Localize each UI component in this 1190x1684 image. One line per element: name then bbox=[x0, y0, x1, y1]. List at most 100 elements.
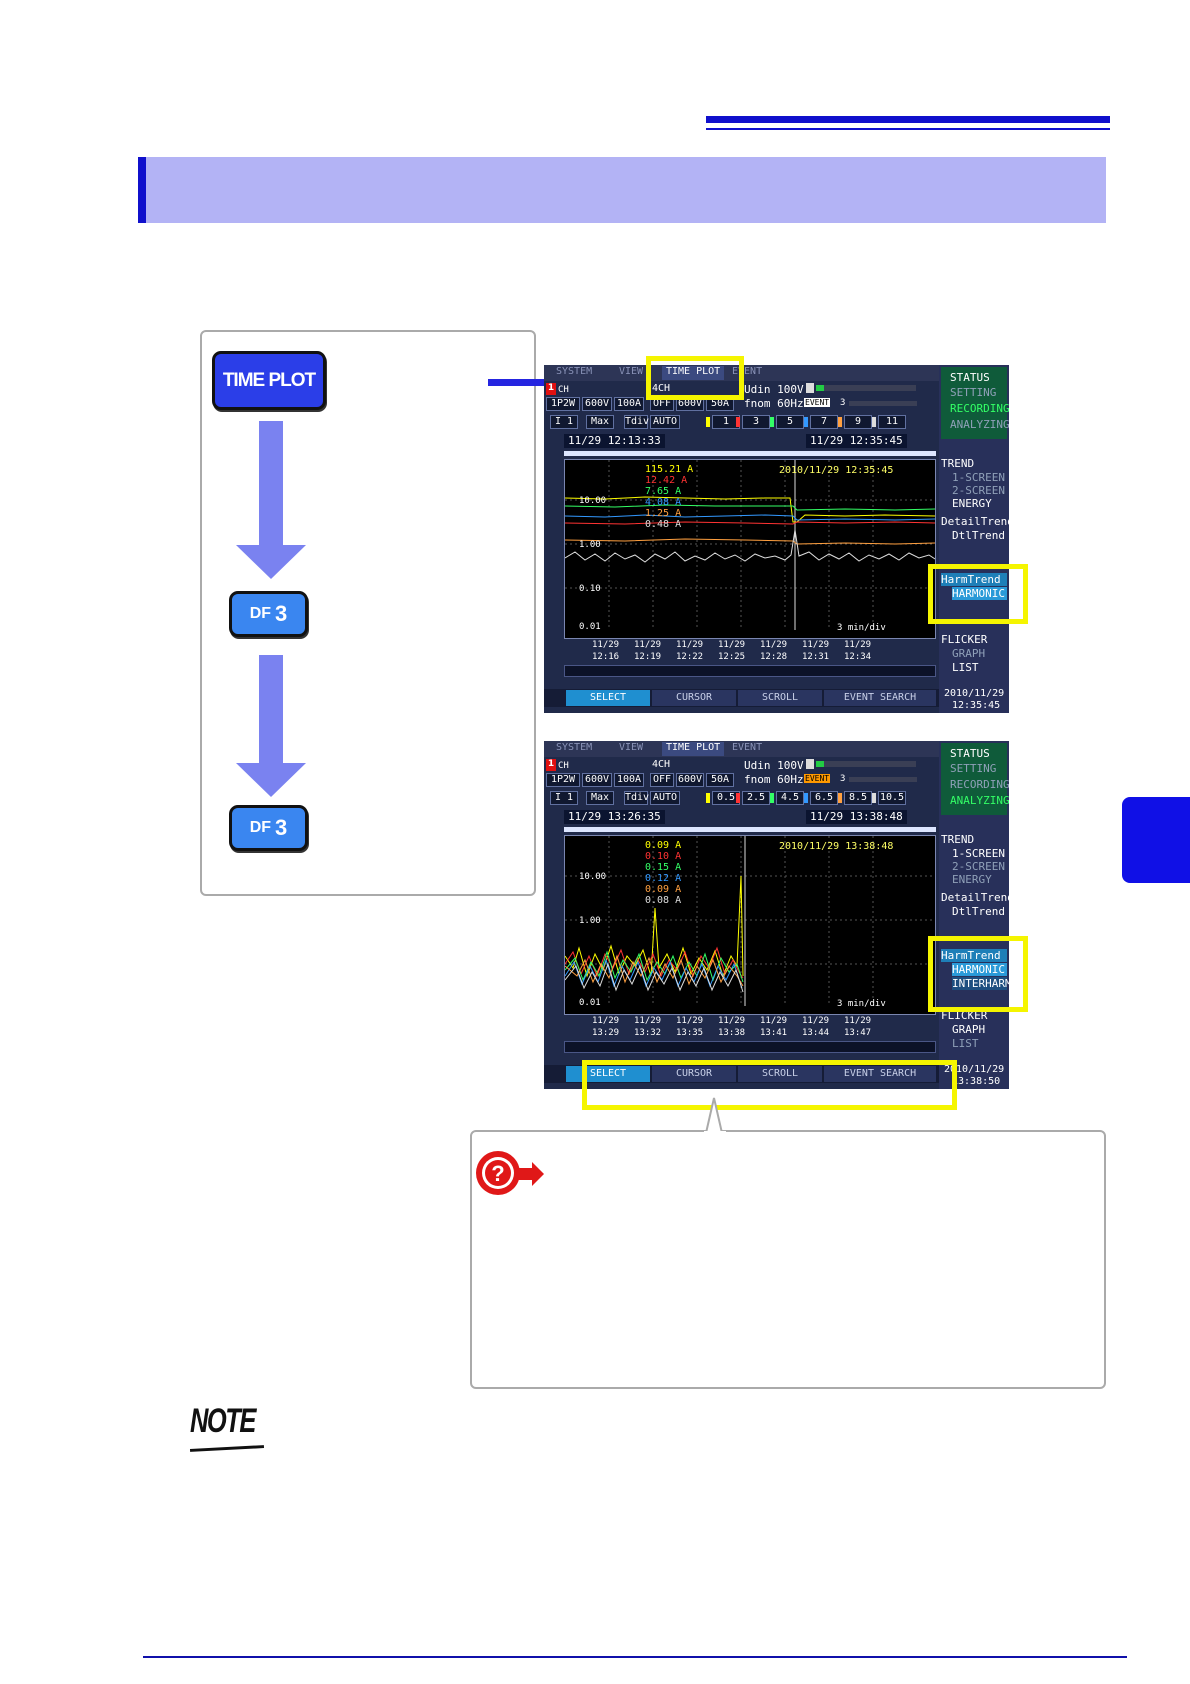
harmonic-order[interactable]: 1 bbox=[712, 415, 740, 429]
wiring-value: 1P2W bbox=[546, 773, 580, 787]
scroll-track[interactable] bbox=[564, 665, 936, 677]
memory-usage-fill bbox=[816, 761, 824, 767]
side-recording[interactable]: RECORDING bbox=[950, 778, 1009, 791]
side-2-screen[interactable]: 2-SCREEN bbox=[952, 484, 1005, 497]
side-energy[interactable]: ENERGY bbox=[952, 873, 992, 886]
side-time: 13:38:50 bbox=[952, 1076, 1001, 1087]
scroll-position-bar[interactable] bbox=[564, 451, 936, 456]
select-button[interactable]: SELECT bbox=[566, 690, 650, 706]
x-axis-label: 11/29 bbox=[760, 640, 788, 650]
side-2-screen[interactable]: 2-SCREEN bbox=[952, 860, 1005, 873]
tab-system[interactable]: SYSTEM bbox=[556, 366, 593, 377]
harmonic-order[interactable]: 3 bbox=[742, 415, 770, 429]
event-bar bbox=[849, 401, 917, 406]
harmonic-order[interactable]: 2.5 bbox=[742, 791, 770, 805]
tab-time-plot[interactable]: TIME PLOT bbox=[662, 742, 725, 756]
ch4-voltage-range: 600V bbox=[676, 397, 704, 411]
x-axis-label: 12:22 bbox=[676, 652, 704, 662]
scroll-track[interactable] bbox=[564, 1041, 936, 1053]
header-rule-thick bbox=[706, 116, 1110, 123]
df-key-number: 3 bbox=[275, 601, 288, 626]
harmonic-order[interactable]: 9 bbox=[844, 415, 872, 429]
x-axis-label: 12:16 bbox=[592, 652, 620, 662]
harmonic-order[interactable]: 6.5 bbox=[810, 791, 838, 805]
order-color-marker bbox=[872, 417, 876, 427]
function-keys-highlight bbox=[582, 1060, 957, 1110]
harmonic-order[interactable]: 5 bbox=[776, 415, 804, 429]
tdiv-value[interactable]: AUTO bbox=[650, 415, 680, 429]
tdiv-value[interactable]: AUTO bbox=[650, 791, 680, 805]
side-energy[interactable]: ENERGY bbox=[952, 497, 992, 510]
cursor-timestamp: 2010/11/29 13:38:48 bbox=[779, 841, 894, 852]
cursor-button[interactable]: CURSOR bbox=[652, 1066, 736, 1082]
order-color-marker bbox=[872, 793, 876, 803]
side-analyzing[interactable]: ANALYZING bbox=[950, 418, 1009, 431]
side-graph[interactable]: GRAPH bbox=[952, 647, 986, 660]
order-color-marker bbox=[736, 793, 740, 803]
ch4-voltage-range: 600V bbox=[676, 773, 704, 787]
channel-label: CH bbox=[558, 761, 569, 771]
order-color-marker bbox=[770, 793, 774, 803]
tab-system[interactable]: SYSTEM bbox=[556, 742, 593, 753]
memory-usage-bar bbox=[816, 385, 916, 391]
side-analyzing[interactable]: ANALYZING bbox=[950, 794, 1009, 807]
tab-event[interactable]: EVENT bbox=[732, 742, 763, 753]
side-dtl-trend[interactable]: DtlTrend bbox=[952, 529, 1005, 542]
x-axis-label: 12:28 bbox=[760, 652, 788, 662]
harmonic-order[interactable]: 7 bbox=[810, 415, 838, 429]
time-plot-key[interactable]: TIME PLOT bbox=[212, 351, 326, 410]
side-1-screen[interactable]: 1-SCREEN bbox=[952, 847, 1005, 860]
current-range: 100A bbox=[614, 773, 644, 787]
x-axis-label: 13:47 bbox=[844, 1028, 872, 1038]
scroll-button[interactable]: SCROLL bbox=[738, 1066, 822, 1082]
x-axis-label: 13:41 bbox=[760, 1028, 788, 1038]
side-setting[interactable]: SETTING bbox=[950, 762, 997, 775]
value-type[interactable]: Max bbox=[586, 415, 614, 429]
x-axis-label: 11/29 bbox=[718, 640, 746, 650]
scroll-position-bar[interactable] bbox=[564, 827, 936, 832]
harmonic-order[interactable]: 0.5 bbox=[712, 791, 740, 805]
scroll-button[interactable]: SCROLL bbox=[738, 690, 822, 706]
memory-usage-fill bbox=[816, 385, 824, 391]
select-current-channel[interactable]: I 1 bbox=[550, 415, 578, 429]
side-status-title[interactable]: STATUS bbox=[950, 747, 990, 760]
harmonic-order[interactable]: 11 bbox=[878, 415, 906, 429]
side-recording[interactable]: RECORDING bbox=[950, 402, 1009, 415]
side-graph[interactable]: GRAPH bbox=[952, 1023, 986, 1036]
tab-view[interactable]: VIEW bbox=[619, 366, 644, 377]
harmonic-order[interactable]: 4.5 bbox=[776, 791, 804, 805]
side-harmonic[interactable]: HARMONIC bbox=[952, 587, 1007, 600]
tab-time-plot[interactable]: TIME PLOT bbox=[662, 366, 725, 380]
side-list[interactable]: LIST bbox=[952, 1037, 979, 1050]
cursor-readout: 0.48 A bbox=[645, 519, 682, 530]
tab-view[interactable]: VIEW bbox=[619, 742, 644, 753]
order-color-marker bbox=[706, 417, 710, 427]
side-interharm[interactable]: INTERHARM bbox=[952, 977, 1009, 990]
x-axis-label: 11/29 bbox=[844, 640, 872, 650]
x-axis-label: 13:29 bbox=[592, 1028, 620, 1038]
event-search-button[interactable]: EVENT SEARCH bbox=[824, 690, 936, 706]
side-status-title[interactable]: STATUS bbox=[950, 371, 990, 384]
harmonic-order[interactable]: 8.5 bbox=[844, 791, 872, 805]
x-axis-label: 11/29 bbox=[592, 1016, 620, 1026]
side-dtl-trend[interactable]: DtlTrend bbox=[952, 905, 1005, 918]
side-harmonic[interactable]: HARMONIC bbox=[952, 963, 1007, 976]
side-setting[interactable]: SETTING bbox=[950, 386, 997, 399]
event-search-button[interactable]: EVENT SEARCH bbox=[824, 1066, 936, 1082]
side-date: 2010/11/29 bbox=[944, 688, 1005, 699]
cursor-timestamp: 2010/11/29 12:35:45 bbox=[779, 465, 894, 476]
select-current-channel[interactable]: I 1 bbox=[550, 791, 578, 805]
side-harm-trend-title: HarmTrend bbox=[941, 949, 1007, 962]
tab-event[interactable]: EVENT bbox=[732, 366, 763, 377]
side-1-screen[interactable]: 1-SCREEN bbox=[952, 471, 1005, 484]
y-axis-label: 1.00 bbox=[579, 540, 601, 550]
value-type[interactable]: Max bbox=[586, 791, 614, 805]
cursor-button[interactable]: CURSOR bbox=[652, 690, 736, 706]
side-list[interactable]: LIST bbox=[952, 661, 979, 674]
select-button[interactable]: SELECT bbox=[566, 1066, 650, 1082]
harmonic-order[interactable]: 10.5 bbox=[878, 791, 906, 805]
order-color-marker bbox=[838, 417, 842, 427]
order-color-marker bbox=[736, 417, 740, 427]
